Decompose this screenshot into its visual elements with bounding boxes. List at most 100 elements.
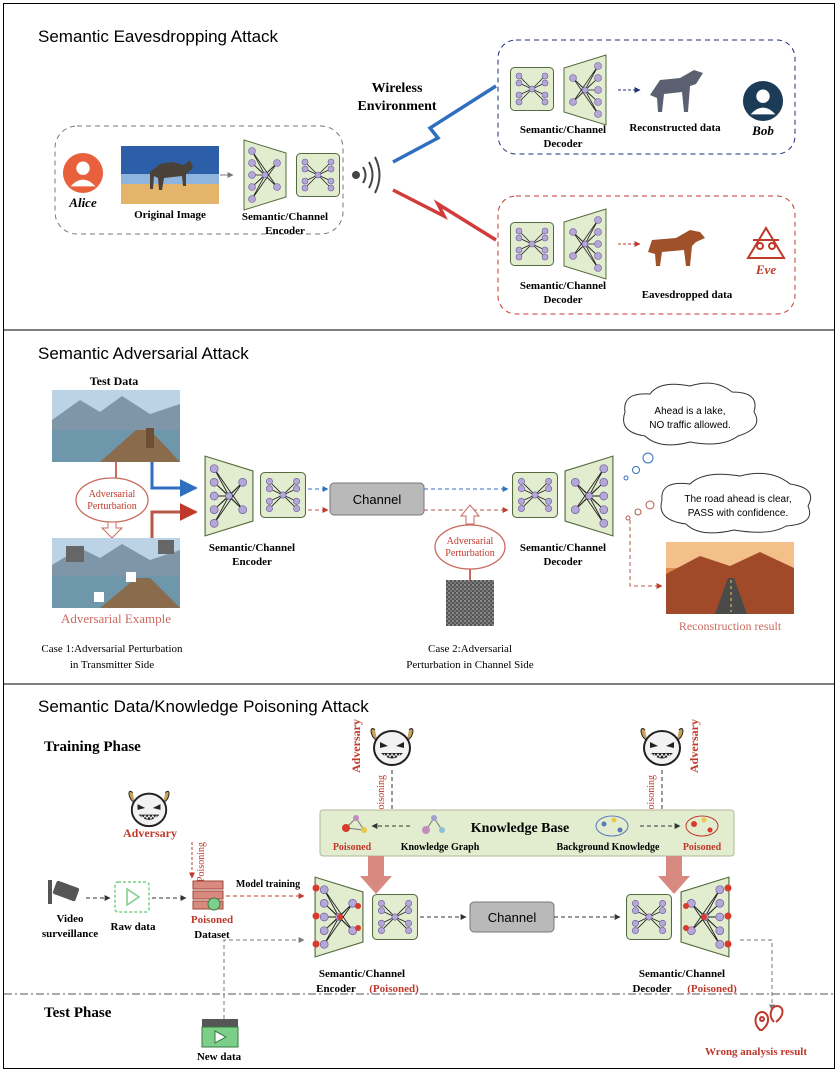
encoder-3-label-b: Encoder: [316, 983, 356, 995]
perturbation-tx-b: Perturbation: [87, 501, 136, 512]
adversary-right-label: Adversary: [687, 719, 701, 773]
arrow-dec-reconstruction: [629, 520, 663, 589]
case2-a: Case 2:Adversarial: [428, 643, 512, 655]
channel-3-label: Channel: [488, 910, 537, 925]
bubble-correct-a: Ahead is a lake,: [654, 406, 725, 417]
decoder-2-label-b: Decoder: [543, 556, 582, 568]
antenna-icon: [352, 156, 381, 194]
original-image-label: Original Image: [134, 209, 206, 221]
decoder-3-label-a: Semantic/Channel: [639, 968, 725, 980]
test-phase-label: Test Phase: [44, 1005, 112, 1021]
alice-label: Alice: [68, 195, 97, 210]
model-training-label: Model training: [236, 879, 300, 890]
eve-icon: [746, 226, 786, 259]
background-knowledge-icon: [595, 815, 629, 837]
adversary-mid-icon: [370, 727, 414, 767]
case1-a: Case 1:Adversarial Perturbation: [41, 643, 183, 655]
alice-icon: [62, 152, 104, 194]
poisoning-left-label: Poisoning: [196, 842, 207, 882]
arrow-decoder-result: [740, 939, 775, 1011]
decoder-eve-label-a: Semantic/Channel: [520, 280, 606, 292]
wireless-label-a: Wireless: [372, 81, 423, 96]
eve-label: Eve: [755, 262, 776, 277]
knowledge-base-label: Knowledge Base: [471, 821, 569, 836]
poisoning-right-label: Poisoning: [646, 775, 657, 815]
arrow-clean-to-encoder: [150, 462, 198, 497]
perturbation-ch-bubble: [434, 524, 506, 570]
training-phase-label: Training Phase: [44, 739, 141, 755]
encoder-3-label-a: Semantic/Channel: [319, 968, 405, 980]
decoder-3-label-c: (Poisoned): [687, 983, 737, 995]
poisoned-kg-icon: [342, 815, 367, 833]
arrow-down-perturbation: [100, 521, 124, 539]
bob-label: Bob: [751, 123, 774, 138]
bubble-wrong-a: The road ahead is clear,: [684, 494, 791, 505]
decoder-eve-label-b: Decoder: [543, 294, 582, 306]
wolf-reconstructed: [650, 70, 703, 112]
decoder-bob: [510, 54, 607, 126]
decoder-3-label-b: Decoder: [632, 983, 671, 995]
panel2-title: Semantic Adversarial Attack: [38, 344, 249, 363]
noise-overlay: [446, 580, 494, 626]
arrow-kb-decoder: [658, 856, 690, 894]
encoder-1-label-a: Semantic/Channel: [242, 211, 328, 223]
adversarial-example-image: [52, 538, 180, 608]
blue-lightning: [392, 84, 497, 164]
encoder-1-label-b: Encoder: [265, 225, 305, 237]
decoder-3-poison-nodes: [683, 884, 732, 948]
poisoned-bk-label: Poisoned: [683, 842, 722, 853]
eavesdropped-label: Eavesdropped data: [642, 289, 733, 301]
background-knowledge-label: Background Knowledge: [557, 842, 660, 853]
decoder-bob-label-a: Semantic/Channel: [520, 124, 606, 136]
video-surveillance-icon: [48, 880, 80, 904]
test-data-image: [52, 390, 180, 462]
wrong-result-icon: [754, 1004, 784, 1031]
encoder-3-label-c: (Poisoned): [369, 983, 419, 995]
wireless-label-b: Environment: [357, 99, 436, 114]
knowledge-graph-icon: [422, 815, 445, 834]
arrow-up-perturbation: [459, 504, 481, 525]
red-lightning: [392, 188, 497, 242]
adversary-left-icon: [127, 790, 171, 828]
wrong-result-label: Wrong analysis result: [705, 1046, 807, 1058]
reconstruction-label: Reconstruction result: [679, 619, 782, 633]
encoder-2-label-a: Semantic/Channel: [209, 542, 295, 554]
adversarial-example-label: Adversarial Example: [61, 611, 171, 626]
case1-b: in Transmitter Side: [70, 659, 154, 671]
perturbation-tx-bubble: [75, 477, 149, 523]
new-data-icon: [201, 1019, 239, 1048]
alice-group: [54, 125, 344, 235]
dataset-icon: [192, 880, 224, 911]
decoder-2: [512, 455, 614, 537]
encoder-3-poison-nodes: [312, 884, 361, 948]
perturbation-ch-b: Perturbation: [445, 548, 494, 559]
bob-group: [497, 39, 796, 155]
encoder-1: [243, 139, 340, 211]
knowledge-base-box: [319, 809, 735, 857]
perturbation-ch-a: Adversarial: [447, 536, 494, 547]
reconstructed-label: Reconstructed data: [629, 122, 721, 134]
perturbation-tx-a: Adversarial: [89, 489, 136, 500]
adversary-mid-label: Adversary: [349, 719, 363, 773]
arrow-newdata-encoder: [223, 937, 305, 1040]
decoder-bob-label-b: Decoder: [543, 138, 582, 150]
bob-icon: [742, 80, 784, 122]
poisoned-kg-label: Poisoned: [333, 842, 372, 853]
bubble-wrong-b: PASS with confidence.: [688, 508, 788, 519]
new-data-label: New data: [197, 1051, 242, 1063]
knowledge-graph-label: Knowledge Graph: [401, 842, 480, 853]
thought-bubble-correct: [623, 382, 758, 481]
adversary-left-label: Adversary: [123, 826, 177, 840]
raw-data-icon: [114, 881, 150, 913]
original-image: [121, 146, 219, 204]
case2-b: Perturbation in Channel Side: [406, 659, 534, 671]
channel-box-2: [329, 482, 425, 516]
panel1-title: Semantic Eavesdropping Attack: [38, 27, 279, 46]
video-label-b: surveillance: [42, 928, 98, 940]
decoder-2-label-a: Semantic/Channel: [520, 542, 606, 554]
thought-bubble-wrong: [625, 472, 812, 534]
eve-group: [497, 195, 796, 315]
test-data-label: Test Data: [90, 374, 139, 388]
decoder-eve: [510, 208, 607, 280]
